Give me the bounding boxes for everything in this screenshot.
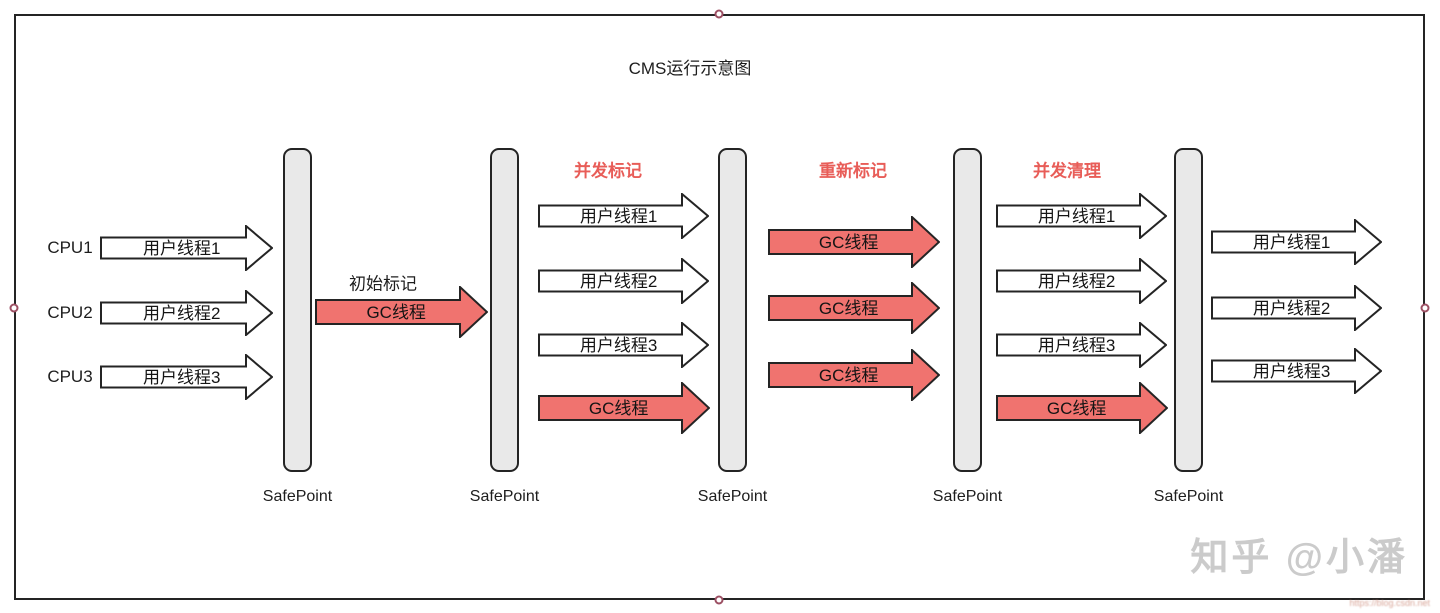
selection-handle — [1420, 303, 1430, 313]
arrow-label: GC线程 — [819, 366, 879, 385]
arrow-label: 用户线程3 — [1038, 336, 1115, 355]
user-thread-arrow: 用户线程1 — [996, 193, 1167, 239]
safepoint-label: SafePoint — [932, 488, 1003, 505]
safepoint-bar — [283, 148, 312, 472]
user-thread-arrow: 用户线程2 — [1211, 285, 1382, 331]
gc-thread-arrow: GC线程 — [768, 282, 940, 334]
user-thread-arrow: 用户线程2 — [100, 290, 273, 336]
user-thread-arrow: 用户线程3 — [538, 322, 709, 368]
arrow-label: GC线程 — [819, 299, 879, 318]
cpu-label: CPU1 — [47, 238, 93, 257]
gc-thread-arrow: GC线程 — [315, 286, 488, 338]
cpu-label: CPU3 — [47, 367, 93, 386]
zhihu-watermark: 知乎 @小潘 — [1190, 537, 1408, 579]
arrow-label: GC线程 — [366, 303, 426, 322]
safepoint-label: SafePoint — [697, 488, 768, 505]
selection-handle — [9, 303, 19, 313]
csdn-corner-watermark: https://blog.csdn.net — [1349, 598, 1430, 608]
arrow-label: GC线程 — [819, 233, 879, 252]
arrow-label: 用户线程1 — [143, 239, 220, 258]
gc-thread-arrow: GC线程 — [768, 216, 940, 268]
arrow-label: 用户线程3 — [1253, 362, 1330, 381]
safepoint-label: SafePoint — [469, 488, 540, 505]
gc-thread-arrow: GC线程 — [768, 349, 940, 401]
arrow-label: 用户线程2 — [143, 304, 220, 323]
cpu-label: CPU2 — [47, 303, 93, 322]
selection-handle — [714, 595, 724, 605]
phase-label-concurrent: 并发清理 — [1033, 161, 1101, 181]
user-thread-arrow: 用户线程3 — [996, 322, 1167, 368]
arrow-label: 用户线程1 — [1253, 233, 1330, 252]
safepoint-label: SafePoint — [262, 488, 333, 505]
phase-label-concurrent: 并发标记 — [574, 161, 642, 181]
safepoint-bar — [490, 148, 519, 472]
gc-thread-arrow: GC线程 — [538, 382, 710, 434]
arrow-label: 用户线程1 — [1038, 207, 1115, 226]
phase-label-initial-mark: 初始标记 — [349, 274, 417, 294]
user-thread-arrow: 用户线程2 — [996, 258, 1167, 304]
safepoint-label: SafePoint — [1153, 488, 1224, 505]
diagram-title: CMS运行示意图 — [628, 59, 752, 78]
arrow-label: 用户线程2 — [580, 272, 657, 291]
user-thread-arrow: 用户线程1 — [100, 225, 273, 271]
user-thread-arrow: 用户线程1 — [538, 193, 709, 239]
selection-handle — [714, 9, 724, 19]
gc-thread-arrow: GC线程 — [996, 382, 1168, 434]
arrow-label: 用户线程1 — [580, 207, 657, 226]
arrow-label: 用户线程2 — [1038, 272, 1115, 291]
arrow-label: 用户线程3 — [143, 368, 220, 387]
user-thread-arrow: 用户线程1 — [1211, 219, 1382, 265]
user-thread-arrow: 用户线程3 — [1211, 348, 1382, 394]
safepoint-bar — [1174, 148, 1203, 472]
safepoint-bar — [718, 148, 747, 472]
arrow-label: GC线程 — [589, 399, 649, 418]
arrow-label: 用户线程3 — [580, 336, 657, 355]
phase-label-concurrent: 重新标记 — [819, 161, 887, 181]
arrow-label: 用户线程2 — [1253, 299, 1330, 318]
user-thread-arrow: 用户线程3 — [100, 354, 273, 400]
safepoint-bar — [953, 148, 982, 472]
arrow-label: GC线程 — [1047, 399, 1107, 418]
user-thread-arrow: 用户线程2 — [538, 258, 709, 304]
